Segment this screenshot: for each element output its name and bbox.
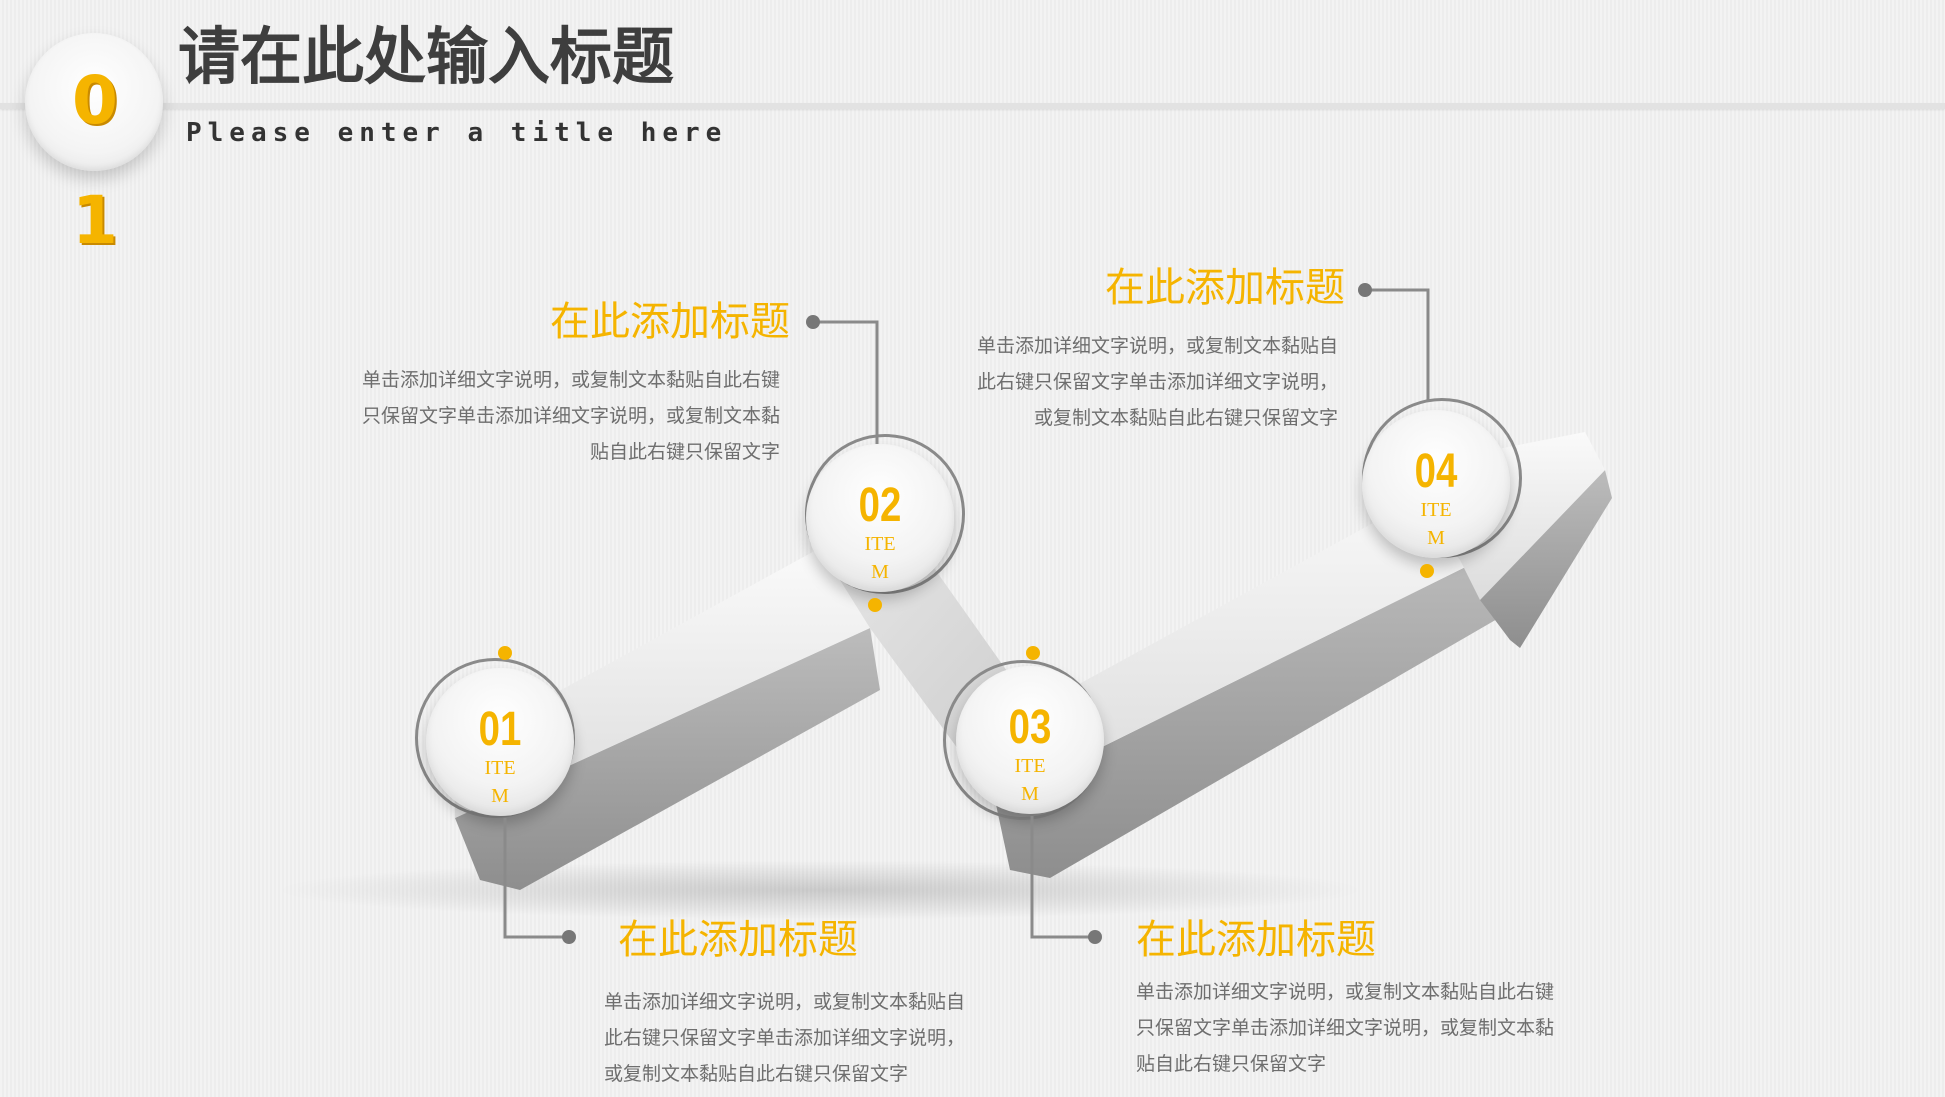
step-02-label-line-2: M [871, 561, 889, 583]
arrow-head-side [1480, 470, 1612, 648]
step-02-label-line-1: ITE [864, 533, 896, 555]
connector-dot-04 [1358, 283, 1372, 297]
block-04-desc-line-1: 单击添加详细文字说明，或复制文本黏贴自 [976, 335, 1338, 357]
arrow-segment-3-side [995, 540, 1530, 878]
block-02-desc-line-3: 贴自此右键只保留文字 [589, 441, 780, 463]
header-divider [0, 103, 1945, 109]
page-subtitle: Please enter a title here [186, 118, 728, 148]
step-01-number: 01 [478, 703, 522, 756]
block-02-description: 单击添加详细文字说明，或复制文本黏贴自此右键 只保留文字单击添加详细文字说明，或… [280, 362, 780, 470]
section-number-digit-2: 1 [72, 182, 118, 259]
block-03-desc-line-2: 只保留文字单击添加详细文字说明，或复制文本黏 [1136, 1017, 1555, 1039]
block-03-description: 单击添加详细文字说明，或复制文本黏贴自此右键 只保留文字单击添加详细文字说明，或… [1136, 974, 1554, 1082]
block-01-desc-line-2: 此右键只保留文字单击添加详细文字说明， [604, 1027, 966, 1049]
block-02-title: 在此添加标题 [550, 299, 790, 345]
block-04-title: 在此添加标题 [1105, 265, 1345, 311]
section-number-digit-1: 0 [72, 62, 118, 139]
block-02-desc-line-2: 只保留文字单击添加详细文字说明，或复制文本黏 [361, 405, 780, 427]
step-03-dot [1026, 646, 1040, 660]
page-title: 请在此处输入标题 [178, 20, 675, 93]
step-04-label-line-1: ITE [1420, 499, 1452, 521]
step-04-number: 04 [1414, 445, 1458, 498]
step-01-dot [498, 646, 512, 660]
block-01-desc-line-3: 或复制文本黏贴自此右键只保留文字 [604, 1063, 909, 1085]
arrow-segment-3-top [995, 470, 1520, 800]
section-number-badge [25, 33, 163, 171]
block-03-desc-line-3: 贴自此右键只保留文字 [1136, 1053, 1327, 1075]
connector-dot-01 [562, 930, 576, 944]
step-04-dot [1420, 564, 1434, 578]
connector-dot-02 [806, 315, 820, 329]
step-04-circle: 04 ITE M [1362, 410, 1510, 558]
step-02-circle: 02 ITE M [806, 444, 954, 592]
step-02-number: 02 [858, 479, 902, 532]
block-04-description: 单击添加详细文字说明，或复制文本黏贴自 此右键只保留文字单击添加详细文字说明， … [900, 328, 1338, 436]
step-03-circle: 03 ITE M [956, 666, 1104, 814]
step-03-number: 03 [1008, 701, 1052, 754]
block-01-title: 在此添加标题 [618, 917, 858, 963]
block-04-desc-line-2: 此右键只保留文字单击添加详细文字说明， [976, 371, 1338, 393]
arrow-segment-1-side [455, 628, 880, 890]
step-04-label-line-2: M [1427, 527, 1445, 549]
step-01-label-line-1: ITE [484, 757, 516, 779]
connector-dot-03 [1088, 930, 1102, 944]
step-03-label-line-1: ITE [1014, 755, 1046, 777]
step-03-label-line-2: M [1021, 783, 1039, 805]
block-01-description: 单击添加详细文字说明，或复制文本黏贴自 此右键只保留文字单击添加详细文字说明， … [604, 984, 965, 1092]
arrow-shadow [270, 860, 1370, 920]
block-01-desc-line-1: 单击添加详细文字说明，或复制文本黏贴自 [604, 991, 966, 1013]
step-02-dot [868, 598, 882, 612]
block-03-title: 在此添加标题 [1136, 917, 1376, 963]
block-04-desc-line-3: 或复制文本黏贴自此右键只保留文字 [1033, 407, 1338, 429]
step-01-circle: 01 ITE M [426, 668, 574, 816]
block-02-desc-line-1: 单击添加详细文字说明，或复制文本黏贴自此右键 [361, 369, 780, 391]
block-03-desc-line-1: 单击添加详细文字说明，或复制文本黏贴自此右键 [1136, 981, 1555, 1003]
step-01-label-line-2: M [491, 785, 509, 807]
